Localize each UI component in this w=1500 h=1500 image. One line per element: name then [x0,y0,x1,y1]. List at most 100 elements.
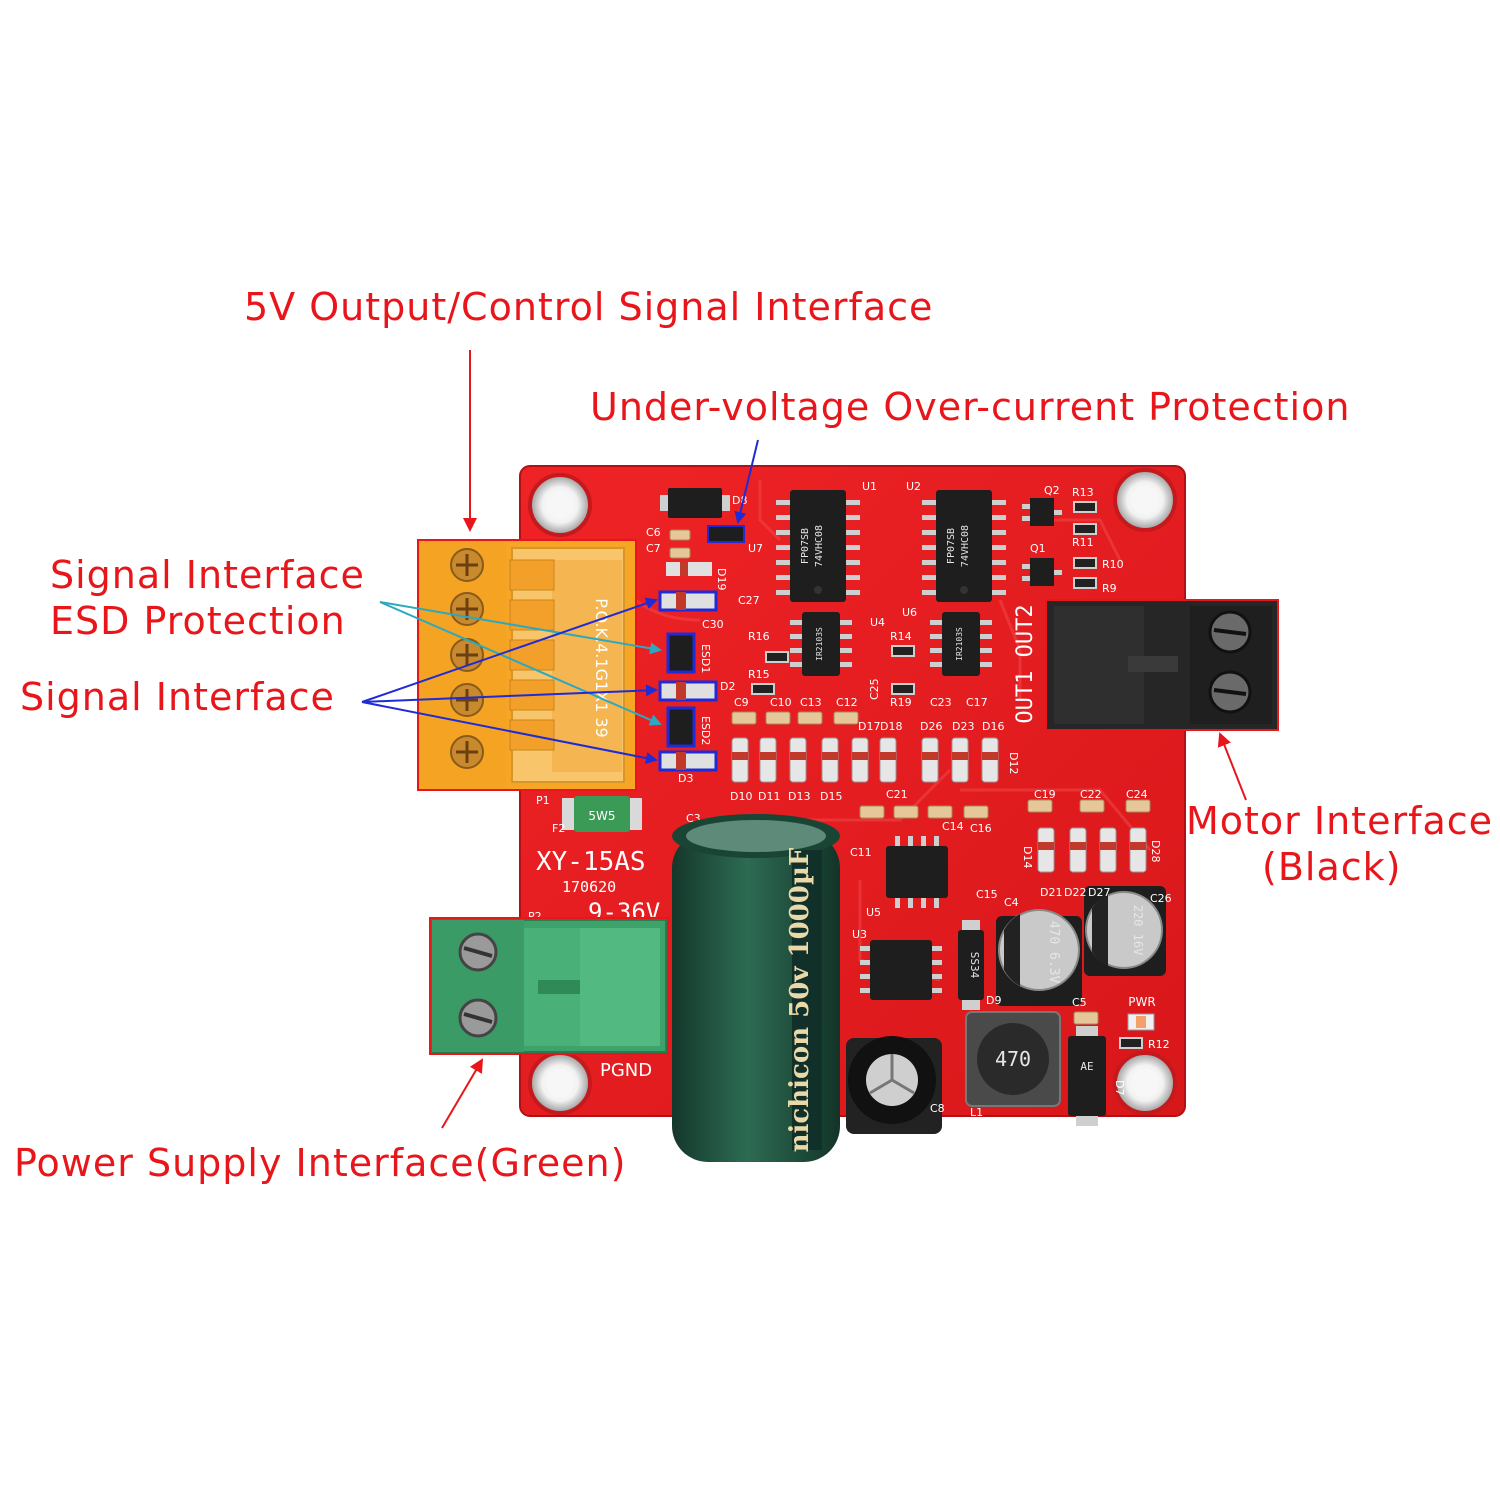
ref-c5: C5 [1072,996,1087,1009]
board-pwr: PWR [1128,995,1155,1009]
mounting-hole-icon [1113,1051,1177,1115]
highlight-box-motor-terminal [1045,599,1279,731]
ref-d12: D12 [1007,752,1020,774]
capacitor-c4: 470 6.3V [996,909,1082,1006]
ref-c6: C6 [646,526,661,539]
diode-d19 [666,562,712,576]
board-date-code: 170620 [562,878,616,896]
arrow-signal-2 [361,684,658,703]
ref-r11: R11 [1072,536,1094,549]
ref-d26: D26 [920,720,942,733]
ref-c25: C25 [868,678,881,700]
chip-u5 [886,836,948,908]
board-pgnd: PGND [600,1060,652,1081]
ref-esd2: ESD2 [699,716,712,745]
screw-icon [450,683,484,717]
callout-esd-line2: ESD Protection [50,599,346,643]
diode-d7-label: AE [1080,1060,1093,1073]
chip-u7 [707,525,745,543]
chip-u2: 74VHC08 FP07SB [922,490,1006,602]
esd-chip-box-2 [666,706,696,748]
diode-d9-label: SS34 [968,952,981,979]
smd-diode-row-right [1037,827,1147,873]
ref-c9: C9 [734,696,749,709]
inductor-label: 470 [995,1047,1031,1071]
capacitor-c8 [846,1036,942,1134]
screw-icon [458,998,498,1038]
ref-q2: Q2 [1044,484,1060,497]
arrow-signal-3 [361,701,658,764]
ref-d21: D21 [1040,886,1062,899]
ref-d16: D16 [982,720,1004,733]
ref-d3: D3 [678,772,693,785]
callout-undervoltage: Under-voltage Over-current Protection [590,385,1350,429]
screw-icon [458,932,498,972]
smd-diode-row [731,737,999,783]
ref-d10: D10 [730,790,752,803]
chip-u1-top: FP07SB [800,528,811,564]
diode-d9: SS34 [958,920,984,1010]
driver-chip-u4-label: IR2103S [815,627,824,661]
capacitor-c3-large: nichicon 50v 1000µF [672,814,840,1162]
mounting-hole-icon [1113,468,1177,532]
ref-d27: D27 [1088,886,1110,899]
ref-r13: R13 [1072,486,1094,499]
ref-d9: D9 [986,994,1001,1007]
arrow-motor-interface [1217,732,1247,801]
ref-d19: D19 [715,568,728,590]
chip-u3 [860,940,942,1000]
arrow-esd-1 [379,601,662,655]
driver-chip-u4: IR2103S [790,612,852,676]
chip-u2-top: FP07SB [946,528,957,564]
ref-d18: D18 [880,720,902,733]
capacitor-c26-label: 220 16V [1131,905,1145,956]
ref-c8: C8 [930,1102,945,1115]
fuse-label: 5W5 [588,809,615,823]
highlight-box-power-terminal [429,917,669,1055]
ref-r10: R10 [1102,558,1124,571]
screw-icon [450,735,484,769]
callout-power-supply: Power Supply Interface(Green) [14,1141,626,1185]
ref-u5: U5 [866,906,881,919]
screw-icon [1208,670,1252,714]
chip-u1: 74VHC08 FP07SB [776,490,860,602]
diode-d8 [660,488,730,518]
ref-c24: C24 [1126,788,1148,801]
ref-r19: R19 [890,696,912,709]
callout-5v-output: 5V Output/Control Signal Interface [244,285,933,329]
ref-u6: U6 [902,606,917,619]
ref-c12: C12 [836,696,858,709]
ref-u4: U4 [870,616,885,629]
smd-resistors [751,501,1143,1049]
ref-d14: D14 [1021,846,1034,868]
smd-capacitors [669,529,1151,1025]
ref-d22: D22 [1064,886,1086,899]
esd-chip-box-1 [666,632,696,674]
fuse-f2: 5W5 [562,796,642,832]
arrow-esd-2 [379,601,662,726]
ref-r12: R12 [1148,1038,1170,1051]
ref-d13: D13 [788,790,810,803]
chip-u2-label: 74VHC08 [960,525,971,567]
esd-diode-box-3 [658,750,718,772]
screw-icon [450,548,484,582]
ref-r9: R9 [1102,582,1117,595]
transistor-q1 [1022,558,1062,586]
ref-c23: C23 [930,696,952,709]
ref-c17: C17 [966,696,988,709]
ref-u3: U3 [852,928,867,941]
ref-d15: D15 [820,790,842,803]
ref-c26: C26 [1150,892,1172,905]
black-terminal-block [1046,600,1278,730]
mounting-hole-icon [528,473,592,537]
ref-u2: U2 [906,480,921,493]
ref-c13: C13 [800,696,822,709]
ref-u1: U1 [862,480,877,493]
mounting-hole-icon [528,1051,592,1115]
ref-c22: C22 [1080,788,1102,801]
callout-esd-line1: Signal Interface [50,553,365,597]
screw-icon [1208,610,1252,654]
driver-chip-u6: IR2103S [930,612,992,676]
capacitor-c26: 220 16V [1084,886,1166,976]
